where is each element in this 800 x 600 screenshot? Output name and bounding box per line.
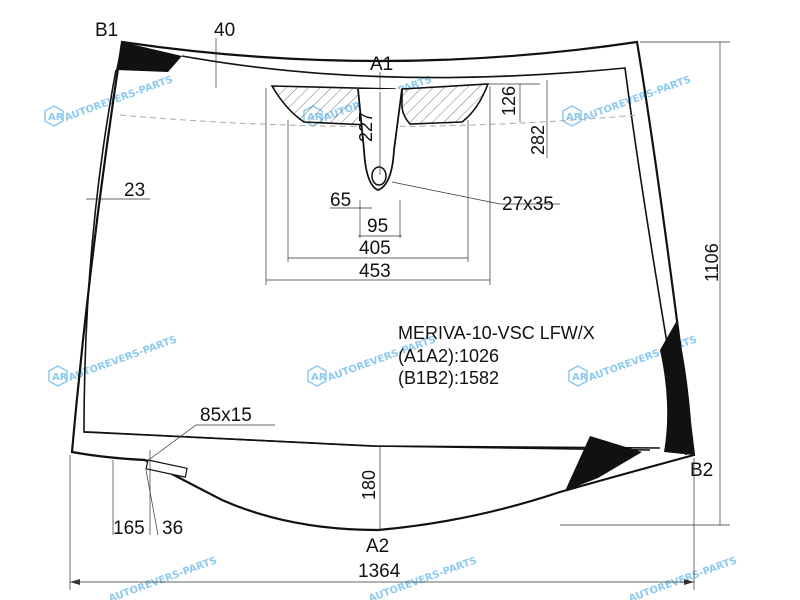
- dim-453: 453: [359, 261, 391, 282]
- watermark-logo: AR: [562, 105, 582, 127]
- svg-text:AR: AR: [311, 372, 327, 383]
- b1b2-length: (B1B2):1582: [398, 368, 499, 388]
- bottom-right-dark-triangle: [565, 436, 642, 491]
- watermark-logo: AR: [568, 365, 588, 387]
- svg-text:AR: AR: [572, 372, 588, 383]
- svg-text:AR: AR: [566, 112, 582, 123]
- dim-95: 95: [367, 216, 388, 237]
- point-a2: A2: [366, 536, 389, 557]
- dim-165: 165: [113, 518, 145, 539]
- watermark-logo: AR: [48, 365, 68, 387]
- model-code: MERIVA-10-VSC LFW/X: [398, 323, 595, 343]
- dim-1364: 1364: [358, 561, 401, 582]
- dim-1106: 1106: [702, 243, 722, 282]
- sensor-area-right: [401, 83, 490, 125]
- dim-282: 282: [528, 125, 548, 155]
- point-a1: A1: [370, 54, 393, 75]
- dim-36: 36: [162, 518, 183, 539]
- watermark-text: AUTOREVERS-PARTS: [627, 555, 738, 600]
- svg-text:AR: AR: [52, 372, 68, 383]
- dim-vin-window: 85x15: [200, 405, 252, 426]
- svg-text:AR: AR: [48, 112, 64, 123]
- watermark-text: AUTOREVERS-PARTS: [581, 74, 692, 123]
- dim-405: 405: [359, 238, 391, 259]
- watermark-text: AUTOREVERS-PARTS: [107, 555, 218, 600]
- dim-65: 65: [330, 190, 351, 211]
- a1a2-length: (A1A2):1026: [398, 346, 499, 366]
- dim-126: 126: [499, 86, 519, 116]
- watermark-logo: AR: [307, 365, 327, 387]
- dim-40: 40: [214, 20, 235, 41]
- vin-window: [145, 459, 188, 478]
- watermark-logo: AR: [44, 105, 64, 127]
- dim-227: 227: [356, 112, 376, 142]
- top-left-dark-corner: [116, 42, 182, 72]
- glass-inner-edge: [83, 55, 687, 456]
- point-b2: B2: [690, 460, 713, 481]
- mirror-hole: [371, 166, 387, 186]
- point-b1: B1: [95, 20, 118, 41]
- watermark-text: AUTOREVERS-PARTS: [63, 74, 174, 123]
- dim-hole: 27x35: [502, 194, 554, 215]
- dim-180: 180: [359, 470, 379, 500]
- dim-23: 23: [124, 180, 145, 201]
- glass-inner-bottom: [83, 431, 651, 451]
- shade-band-dashed-line: [119, 114, 638, 127]
- glass-outer-edge: [70, 40, 696, 532]
